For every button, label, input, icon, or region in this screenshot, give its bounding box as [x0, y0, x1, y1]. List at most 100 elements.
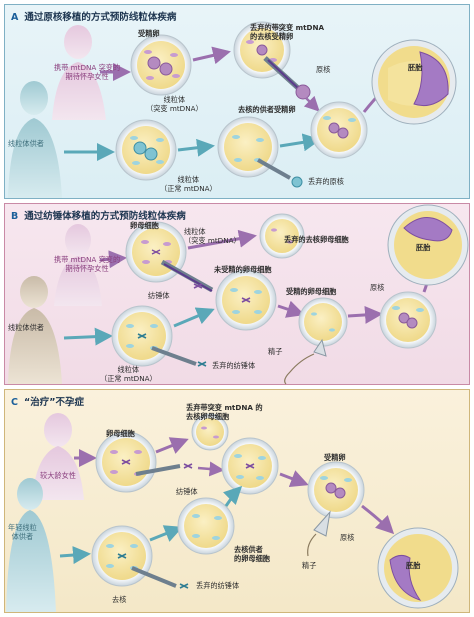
label-a-mito-mutant-1: 线粒体 [163, 95, 186, 104]
label-b-donor: 线粒体供者 [8, 323, 44, 332]
pronucleus-transfer-a [295, 84, 311, 100]
zygote-normal-a [115, 119, 177, 181]
pipette-b1-core [163, 263, 213, 292]
arrow-b1 [187, 229, 257, 250]
label-a-embryo: 胚胎 [408, 63, 423, 72]
label-c-discarded-mutant-1: 丢弃带突变 mtDNA 的 [186, 403, 263, 412]
arrow-pronucleus-a [303, 95, 320, 112]
sperm-tail-b [284, 353, 315, 385]
arrow-donor-b [63, 327, 113, 346]
arrow-a1 [192, 46, 231, 65]
label-b-discarded-spindle: 丢弃的纺锤体 [212, 361, 256, 370]
label-b-oocyte: 卵母细胞 [130, 221, 159, 230]
fertilized-oocyte-b [298, 297, 348, 347]
label-b-mito-normal-1: 线粒体 [117, 365, 140, 374]
label-b-embryo: 胚胎 [416, 243, 431, 252]
label-a-discarded-mutant-1: 丢弃的带突变 mtDNA [250, 23, 325, 32]
arrow-donor-c [59, 546, 91, 565]
discarded-pronucleus-a [291, 176, 303, 188]
panel-c-title-text: “治疗”不孕症 [23, 397, 84, 408]
panel-a-letter: A [11, 12, 19, 23]
label-a-discarded-pronucleus: 丢弃的原核 [308, 177, 344, 186]
discarded-oocyte-c [191, 413, 229, 451]
arrow-a2 [177, 138, 215, 157]
label-c-discarded-mutant-2: 去核卵母细胞 [186, 411, 230, 421]
label-a-mito-mutant-2: （突变 mtDNA） [146, 103, 203, 113]
donor-silhouette-b [8, 276, 62, 384]
label-a-mito-mutant: 线粒体 （突变 mtDNA） [146, 95, 203, 113]
arrow-c-spindle [197, 461, 225, 477]
label-a-mito-normal-1: 线粒体 [177, 175, 200, 184]
label-c-older-woman: 较大龄女性 [40, 471, 76, 480]
label-a-mito-normal-2: （正常 mtDNA） [160, 183, 217, 193]
reconstituted-oocyte-c [221, 437, 279, 495]
label-c-spindle: 纺锤体 [176, 487, 198, 496]
pipette-c2 [131, 566, 177, 588]
arrow-c3 [361, 504, 395, 535]
label-b-sperm: 精子 [268, 347, 283, 356]
panel-c-title: C “治疗”不孕症 [11, 394, 84, 408]
arrow-b3 [277, 300, 305, 318]
woman-silhouette-a [52, 25, 106, 120]
label-b-fertilized-oocyte: 受精的卵母细胞 [286, 287, 337, 296]
enucleated-donor-oocyte-c [177, 497, 235, 555]
label-a-donor: 线粒体供者 [8, 139, 44, 148]
sperm-needle-b [313, 338, 327, 357]
label-c-discarded-spindle: 丢弃的纺锤体 [196, 581, 240, 590]
label-c-sperm: 精子 [302, 561, 317, 570]
reconstituted-zygote-a [310, 101, 368, 159]
pipette-a1-core [267, 59, 301, 91]
panel-c-letter: C [11, 397, 18, 408]
donor-silhouette-a [8, 81, 62, 198]
arrow-c2 [279, 470, 309, 488]
donor-silhouette-c [6, 478, 56, 612]
label-c-young-donor-2: 体供者 [11, 531, 34, 541]
label-b-carrier-2: 期待怀孕女性 [65, 263, 109, 273]
panel-b-title-text: 通过纺锤体移植的方式预防线粒体疾病 [24, 211, 186, 222]
sperm-tail-c [307, 533, 317, 557]
label-a-carrier-2: 期待怀孕女性 [65, 71, 109, 81]
label-a-carrier: 携带 mtDNA 突变的 期待怀孕女性 [54, 63, 121, 81]
panel-a-title-text: 通过原核移植的方式预防线粒体疾病 [24, 12, 177, 23]
label-b-mito-mutant: 线粒体 （突变 mtDNA） [184, 227, 241, 245]
label-c-embryo: 胚胎 [406, 561, 421, 570]
embryo-b [387, 204, 469, 286]
sperm-needle-c [313, 510, 331, 537]
arrow-c4 [149, 525, 183, 542]
label-c-discarded-mutant: 丢弃带突变 mtDNA 的 去核卵母细胞 [186, 403, 263, 421]
label-a-fertilized-egg: 受精卵 [138, 29, 160, 38]
label-b-mito-normal-2: （正常 mtDNA） [100, 373, 157, 383]
discarded-spindle-c [179, 583, 189, 589]
arrow-carrier-b [99, 250, 127, 269]
label-a-enucleated-donor: 去核的供者受精卵 [238, 105, 296, 114]
label-c-fertilized-egg: 受精卵 [324, 453, 346, 462]
fertilized-egg-c [307, 461, 365, 519]
arrow-b2 [173, 307, 215, 328]
label-c-enucleate: 去核 [112, 595, 127, 604]
label-b-pronucleus: 原核 [370, 283, 385, 292]
donor-oocyte-c [91, 525, 153, 587]
label-b-mito-mutant-2: （突变 mtDNA） [184, 235, 241, 245]
label-a-mito-normal: 线粒体 （正常 mtDNA） [160, 175, 217, 193]
label-a-discarded-mutant-2: 的去核受精卵 [250, 31, 294, 41]
arrow-b4 [347, 305, 383, 324]
label-c-young-donor: 年轻线粒 体供者 [8, 523, 37, 541]
reconstituted-oocyte-b [215, 269, 277, 331]
embryo-a [371, 39, 457, 125]
discarded-enucleated-oocyte-b [259, 213, 305, 259]
donor-oocyte-b [111, 305, 173, 367]
discarded-spindle-b [197, 361, 207, 367]
label-c-young-donor-1: 年轻线粒 [8, 523, 37, 532]
pipette-a2 [257, 158, 291, 180]
oocyte-older-c [95, 431, 157, 493]
zygote-being-enucleated-a [233, 21, 291, 79]
label-c-oocyte: 卵母细胞 [106, 429, 135, 438]
label-c-enucleated-donor-1: 去核供者 [234, 545, 263, 554]
label-a-pronucleus: 原核 [316, 65, 331, 74]
label-c-enucleated-donor-2: 的卵母细胞 [234, 553, 270, 563]
zygote-b [379, 291, 437, 349]
label-a-carrier-1: 携带 mtDNA 突变的 [54, 63, 121, 72]
label-a-discarded-mutant: 丢弃的带突变 mtDNA 的去核受精卵 [250, 23, 325, 41]
